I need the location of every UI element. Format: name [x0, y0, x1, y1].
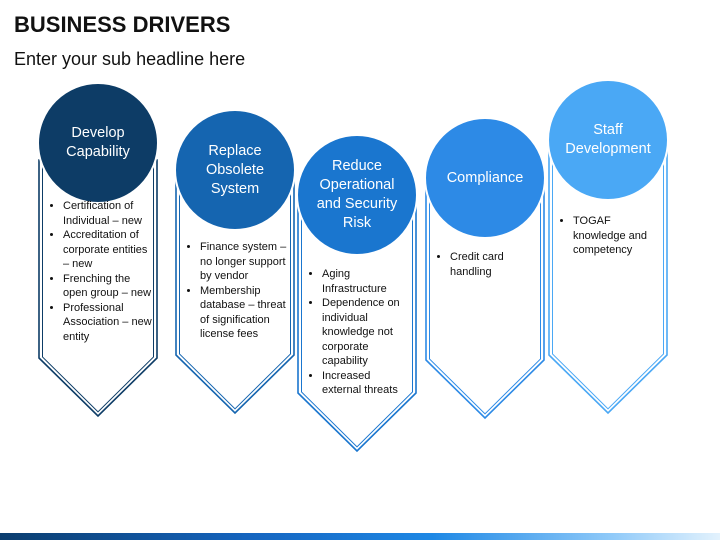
driver-bullet: Increased external threats [322, 369, 412, 398]
driver-circle [174, 109, 296, 231]
driver-title-line: Reduce [332, 158, 382, 174]
driver-bullet: Membership database – threat of signific… [200, 284, 290, 342]
driver-title-line: Staff [593, 122, 623, 138]
driver-title-line: Risk [342, 215, 372, 231]
driver-circle [37, 82, 159, 204]
driver-circle [296, 134, 418, 256]
driver-title-line: Replace [208, 142, 262, 159]
driver-title-line: and Security [316, 196, 398, 212]
driver-bullet-list: Credit card handling [436, 250, 540, 279]
driver-bullet-list: Certification of Individual – newAccredi… [49, 199, 153, 344]
driver-bullet-list: Finance system – no longer support by ve… [186, 240, 290, 342]
driver-bullet: Frenching the open group – new [63, 272, 153, 301]
driver-bullet: Dependence on individual knowledge not c… [322, 296, 412, 369]
driver-bullet: Credit card handling [450, 250, 540, 279]
driver-bullet: Professional Association – new entity [63, 301, 153, 345]
driver-title-line: Develop [71, 125, 125, 141]
driver-title-line: Compliance [446, 169, 524, 186]
driver-title-line: Development [565, 141, 651, 157]
page-subtitle: Enter your sub headline here [14, 49, 246, 69]
driver-title: Compliance [429, 122, 541, 234]
driver-title-line: System [210, 180, 260, 197]
driver-circle [547, 79, 669, 201]
driver-title-line: Obsolete [205, 161, 265, 178]
driver-bullet: Finance system – no longer support by ve… [200, 240, 290, 284]
driver-bullet: Accreditation of corporate entities – ne… [63, 228, 153, 272]
driver-bullet: Aging Infrastructure [322, 267, 412, 296]
driver-bullet-list: Aging InfrastructureDependence on indivi… [308, 267, 412, 398]
driver-title-line: Operational [319, 177, 395, 193]
bottom-accent-bar [0, 533, 720, 540]
driver-bullet: Certification of Individual – new [63, 199, 153, 228]
page-title: BUSINESS DRIVERS [14, 12, 231, 37]
driver-circle [424, 117, 546, 239]
driver-bullet-list: TOGAF knowledge and competency [559, 214, 663, 258]
driver-title-line: Capability [66, 144, 130, 160]
driver-bullet: TOGAF knowledge and competency [573, 214, 663, 258]
